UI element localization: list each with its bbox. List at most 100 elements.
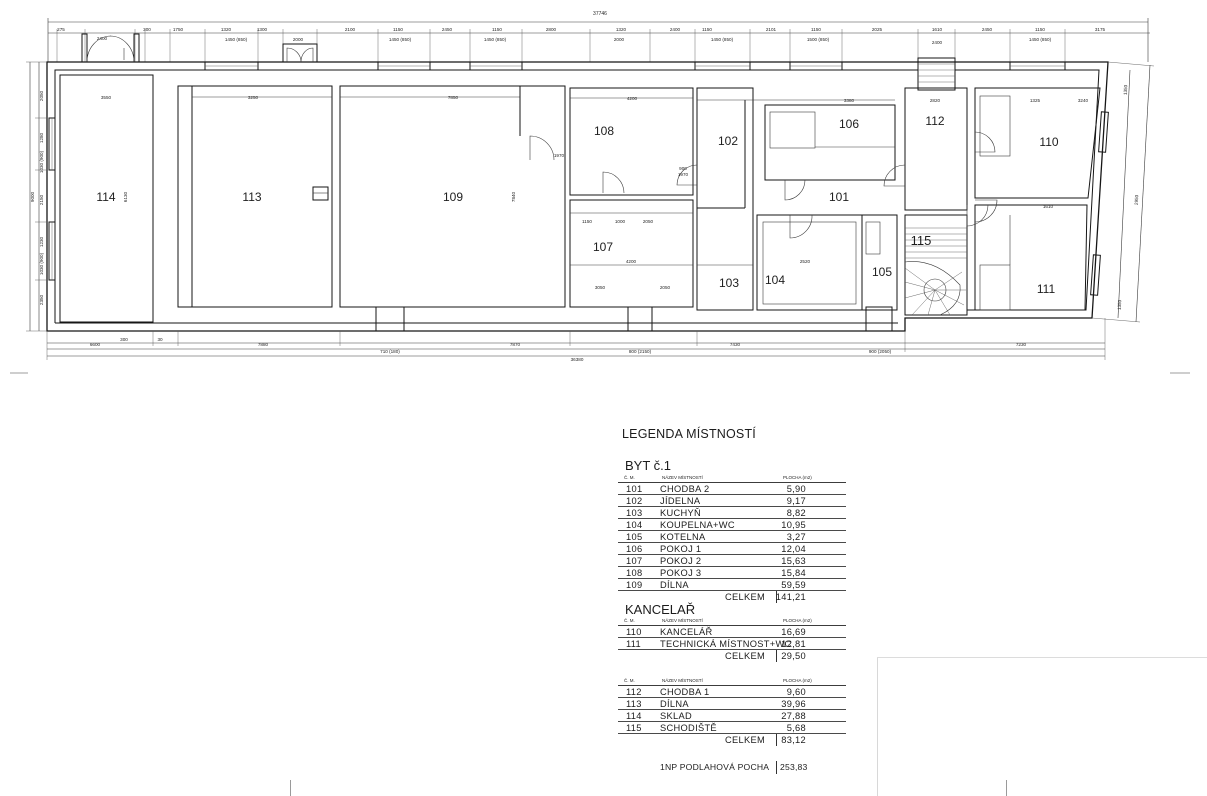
group-title-kancelar: KANCELAŘ <box>625 602 696 617</box>
dim-label: 1500 (850) <box>807 37 830 42</box>
dim-label: 2100 <box>345 27 356 32</box>
dim-label: 2050 <box>643 219 654 224</box>
room-no: 109 <box>626 580 643 590</box>
room-label-110: 110 <box>1039 135 1058 149</box>
room-outlines <box>59 74 1101 323</box>
room-area: 9,60 <box>786 687 806 697</box>
total-divider <box>776 591 777 603</box>
room-no: 104 <box>626 520 643 530</box>
dim-label: 3175 <box>1095 27 1106 32</box>
grand-total-value: 253,83 <box>780 762 808 772</box>
room-name: CHODBA 2 <box>660 484 710 494</box>
room-area: 16,69 <box>781 627 806 637</box>
dim-label: 2350 <box>39 294 44 305</box>
dim-label: 275 <box>57 27 65 32</box>
room-no: 112 <box>626 687 642 697</box>
table-row: 104 KOUPELNA+WC 10,95 <box>618 519 846 531</box>
scan-edge <box>877 657 878 796</box>
dim-label: 1350 <box>1123 84 1129 95</box>
room-no: 103 <box>626 508 643 518</box>
dim-label: 1150 <box>1035 27 1045 32</box>
room-name: POKOJ 2 <box>660 556 702 566</box>
dim-label: 900 <box>679 166 687 171</box>
room-area: 27,88 <box>781 711 806 721</box>
total-row: CELKEM 141,21 <box>618 591 846 603</box>
room-label-111: 111 <box>1037 282 1056 296</box>
header-name: NÁZEV MÍSTNOSTÍ <box>662 618 703 623</box>
room-name: KANCELÁŘ <box>660 627 713 637</box>
room-no: 106 <box>626 544 643 554</box>
room-name: JÍDELNA <box>660 496 701 506</box>
room-no: 108 <box>626 568 643 578</box>
room-area: 59,59 <box>781 580 806 590</box>
dim-label: 1610 <box>932 27 943 32</box>
dim-label: 1450 (850) <box>1029 37 1052 42</box>
overall-bottom-dimension: 36380 <box>571 357 584 362</box>
room-name: DÍLNA <box>660 580 689 590</box>
dim-label: 3240 <box>1078 98 1089 103</box>
overall-top-dimension: 37746 <box>593 11 607 17</box>
dim-label: 3250 <box>248 95 259 100</box>
dim-label: 1150 <box>702 27 712 32</box>
dim-label: 1450 (850) <box>225 37 248 42</box>
room-area: 3,27 <box>786 532 806 542</box>
top-dimension-lines <box>47 18 1150 62</box>
bottom-dimension-lines <box>46 318 1106 360</box>
dim-label: 710 (180) <box>380 349 400 354</box>
dim-label: 300 <box>143 27 151 32</box>
header-no: Č. M. <box>624 678 635 683</box>
dim-label: 1300 <box>257 27 268 32</box>
dim-label: 1280 <box>39 132 44 143</box>
room-area: 39,96 <box>781 699 806 709</box>
dim-label: 1320 <box>616 27 627 32</box>
scan-mark <box>1006 780 1007 796</box>
dim-label: 1150 <box>582 219 592 224</box>
room-no: 105 <box>626 532 643 542</box>
room-label-112: 112 <box>925 114 944 128</box>
dim-label: 2800 <box>546 27 557 32</box>
dim-label: 6130 <box>123 191 128 202</box>
inner-dimensions: 3550 3250 7850 4200 6130 7840 1150 1000 … <box>101 95 1089 290</box>
header-area: PLOCHA (m2) <box>783 678 812 683</box>
header-area: PLOCHA (m2) <box>783 475 812 480</box>
room-name: POKOJ 3 <box>660 568 702 578</box>
side-double-door <box>282 43 318 63</box>
scan-edge <box>877 657 1207 658</box>
dim-label: 2400 <box>932 40 943 45</box>
room-label-107: 107 <box>593 240 613 254</box>
grand-total-label: 1NP PODLAHOVÁ POCHA <box>660 762 770 772</box>
dim-label: 1030 (900) <box>39 150 44 173</box>
room-label-113: 113 <box>242 190 261 204</box>
room-name: CHODBA 1 <box>660 687 710 697</box>
dim-label: 2050 <box>660 285 671 290</box>
dim-label: 3380 <box>844 98 855 103</box>
dim-label: 2101 <box>766 27 777 32</box>
room-no: 114 <box>626 711 642 721</box>
dim-label: 2820 <box>930 98 941 103</box>
room-name: SCHODIŠTĚ <box>660 723 717 733</box>
room-area: 10,95 <box>781 520 806 530</box>
total-row: CELKEM 83,12 <box>618 734 846 746</box>
dim-label: 300 <box>120 337 128 342</box>
room-name: KOUPELNA+WC <box>660 520 735 530</box>
room-no: 102 <box>626 496 643 506</box>
legend-title: LEGENDA MÍSTNOSTÍ <box>622 427 756 441</box>
interior-doors <box>312 131 998 239</box>
total-value: 141,21 <box>775 592 806 602</box>
room-name: KUCHYŇ <box>660 508 702 518</box>
dim-label: 2400 <box>97 36 108 41</box>
dim-label: 1320 <box>221 27 232 32</box>
room-label-103: 103 <box>719 276 739 290</box>
dim-label: 1750 <box>173 27 184 32</box>
dim-label: 1150 <box>393 27 403 32</box>
total-label: CELKEM <box>724 735 765 745</box>
